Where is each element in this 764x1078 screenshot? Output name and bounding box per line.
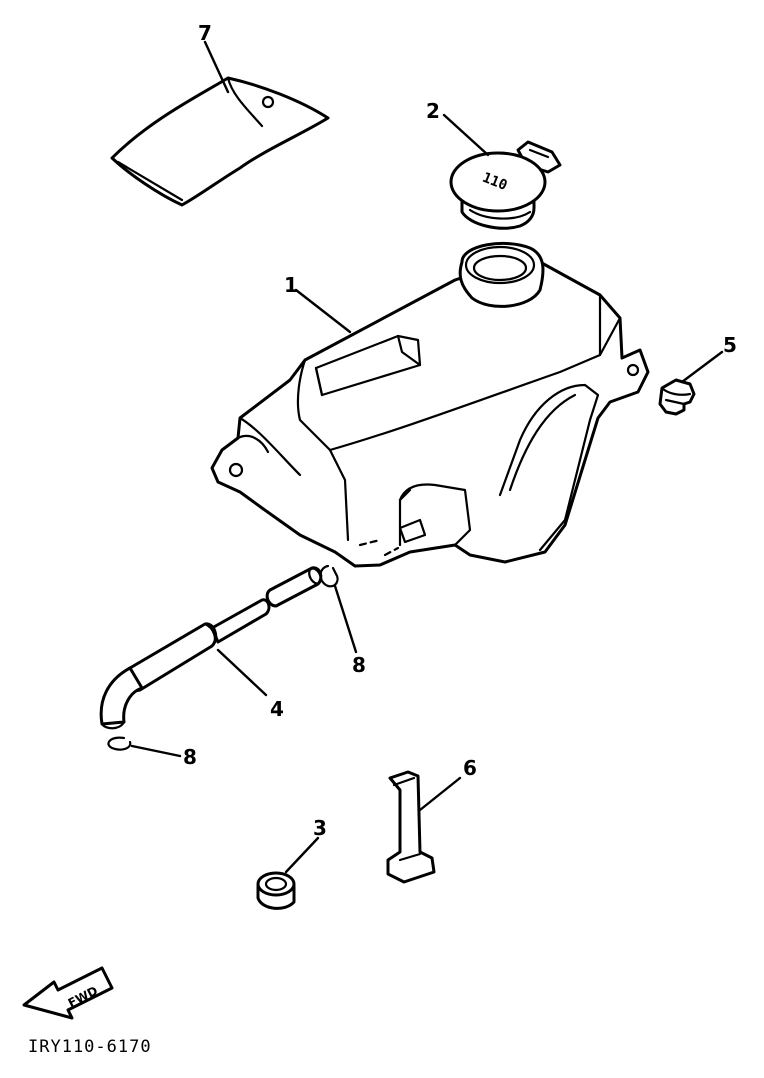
leader-lines — [130, 40, 724, 874]
callout-6: 6 — [463, 756, 477, 780]
callout-3: 3 — [313, 816, 327, 840]
part-1-fuel-tank[interactable] — [210, 241, 650, 568]
diagram-code: IRY110-6170 — [28, 1037, 152, 1057]
leader-8-upper — [333, 584, 358, 654]
callout-4: 4 — [270, 697, 284, 721]
part-3-grommet[interactable] — [256, 871, 296, 910]
leader-3 — [284, 836, 320, 874]
callout-8-upper: 8 — [352, 653, 366, 677]
leader-2 — [442, 113, 490, 157]
callout-1: 1 — [284, 273, 298, 297]
fwd-arrow-icon: FWD — [22, 966, 114, 1020]
callout-5: 5 — [723, 333, 737, 357]
callout-7: 7 — [198, 21, 212, 45]
part-4-fuel-hose[interactable] — [99, 566, 323, 730]
callout-2: 2 — [426, 99, 440, 123]
callout-labels: 7 2 1 5 8 4 8 6 3 — [183, 21, 737, 840]
part-2-tank-cap[interactable]: 110 — [449, 140, 562, 230]
part-8-clip-upper[interactable] — [319, 564, 339, 588]
leader-5 — [680, 350, 724, 384]
part-7-tool-bag[interactable] — [110, 76, 330, 207]
part-5-bolt[interactable] — [658, 378, 696, 416]
leader-6 — [418, 776, 462, 812]
callout-8-lower: 8 — [183, 745, 197, 769]
leader-1 — [294, 288, 352, 334]
leader-4 — [216, 648, 268, 697]
part-8-clip-lower[interactable] — [107, 736, 132, 751]
part-6-band[interactable] — [386, 770, 436, 884]
leader-7 — [203, 40, 230, 94]
leader-8-lower — [130, 744, 182, 758]
